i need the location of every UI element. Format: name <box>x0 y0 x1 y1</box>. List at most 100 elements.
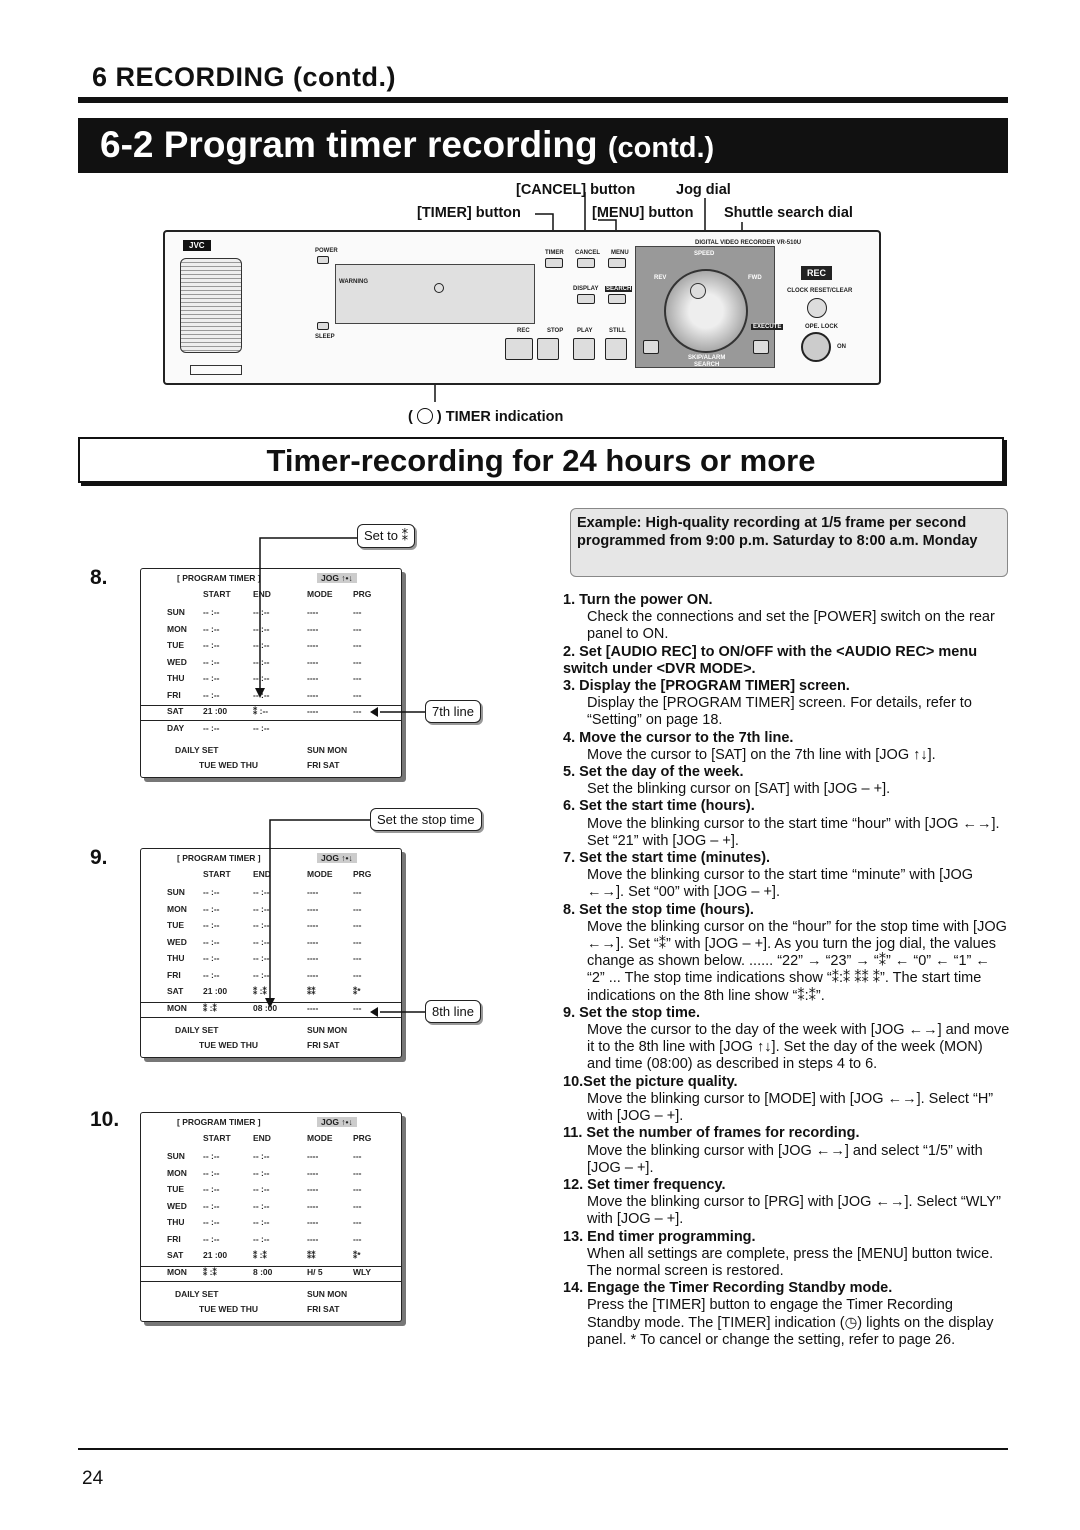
timer-indication-label: ( ) TIMER indication <box>408 408 564 425</box>
timer-button[interactable] <box>545 258 563 268</box>
skip-back-button[interactable] <box>643 340 659 354</box>
end-cell: -- :-- <box>253 1200 270 1211</box>
prg-cell: --- <box>353 936 362 947</box>
step-body: Move the blinking cursor with [JOG ←→] a… <box>587 1142 983 1176</box>
tue-wed-thu: TUE WED THU <box>199 1040 259 1050</box>
cancel-button-label: [CANCEL] button <box>516 182 636 198</box>
mode-cell: ---- <box>307 607 319 617</box>
end-cell: -- :-- <box>253 920 270 930</box>
cancel-panel-label: CANCEL <box>575 250 600 256</box>
day-cell: MON <box>167 1167 187 1178</box>
display-button[interactable] <box>577 294 595 304</box>
menu-button[interactable] <box>608 258 626 268</box>
clock-reset-button[interactable] <box>807 298 827 318</box>
fri-sat: FRI SAT <box>307 1304 340 1314</box>
ope-lock-switch[interactable] <box>801 332 831 362</box>
step-heading: 6. Set the start time (hours). <box>563 798 755 815</box>
start-cell: -- :-- <box>203 656 220 667</box>
prg-cell: ⁑* <box>353 986 361 996</box>
step-heading: 1. Turn the power ON. <box>563 592 713 608</box>
prg-cell: WLY <box>353 1266 372 1277</box>
prg-cell: --- <box>353 1167 362 1178</box>
day-cell: TUE <box>167 640 184 650</box>
prg-cell: --- <box>353 1233 362 1244</box>
step-body: Move the blinking cursor on the “hour” f… <box>587 918 1007 1004</box>
day-cell: THU <box>167 673 185 683</box>
day-cell: WED <box>167 656 187 667</box>
display-panel-label: DISPLAY <box>573 286 599 292</box>
start-cell: -- :-- <box>203 887 220 897</box>
day-cell: THU <box>167 953 185 963</box>
step-item: 4. Move the cursor to the 7th line.Move … <box>563 730 1010 764</box>
eighth-line-tag: 8th line <box>425 1000 481 1023</box>
day-cell: SUN <box>167 1151 185 1161</box>
step-item: 8. Set the stop time (hours).Move the bl… <box>563 902 1010 1005</box>
day-cell: FRI <box>167 689 181 700</box>
sleep-button[interactable] <box>317 322 329 330</box>
start-cell: -- :-- <box>203 689 220 700</box>
screen-title: [ PROGRAM TIMER ] <box>177 1117 261 1127</box>
still-panel-label: STILL <box>609 328 626 334</box>
mode-cell: ---- <box>307 1151 319 1161</box>
end-cell: -- :-- <box>253 1217 270 1227</box>
ope-lock-label: OPE. LOCK <box>805 324 839 330</box>
daily-set: DAILY SET <box>175 745 219 755</box>
screen-row: [ PROGRAM TIMER ]JOG ↑•↓ <box>141 573 401 587</box>
jog-dial[interactable] <box>690 283 706 299</box>
step-number-8: 8. <box>90 566 108 589</box>
start-cell: -- :-- <box>203 1167 220 1178</box>
screen-row: TUE-- :---- :--------- <box>141 920 401 934</box>
step-heading: 4. Move the cursor to the 7th line. <box>563 729 794 746</box>
stop-button[interactable] <box>537 338 559 360</box>
step-heading: 9. Set the stop time. <box>563 1004 700 1021</box>
step-item: 12. Set timer frequency.Move the blinkin… <box>563 1177 1010 1229</box>
search-panel-label: SEARCH <box>605 286 633 292</box>
day-cell: SAT <box>167 706 184 716</box>
prg-cell: --- <box>353 640 362 650</box>
menu-button-label: [MENU] button <box>592 205 694 221</box>
start-cell: -- :-- <box>203 1217 220 1227</box>
stop-panel-label: STOP <box>547 328 564 334</box>
mode-cell: ---- <box>307 623 319 634</box>
screen-row: SUN-- :---- :--------- <box>141 1151 401 1165</box>
play-button[interactable] <box>573 338 595 360</box>
mode-cell: ---- <box>307 953 319 963</box>
power-switch[interactable] <box>317 256 329 264</box>
fri-sat: FRI SAT <box>307 760 340 770</box>
prg-cell: --- <box>353 1002 362 1013</box>
timer-indication-text: TIMER indication <box>445 409 564 425</box>
end-cell: ⁑ :-- <box>253 706 269 716</box>
rec-button[interactable] <box>505 338 533 360</box>
tape-slot <box>180 258 242 353</box>
sun-mon: SUN MON <box>307 745 348 755</box>
start-cell: ⁑ :⁑ <box>203 1266 217 1277</box>
skip-forward-button[interactable] <box>753 340 769 354</box>
mode-cell: ---- <box>307 920 319 930</box>
mode-cell: ---- <box>307 969 319 980</box>
step-body: Check the connections and set the [POWER… <box>587 609 995 643</box>
timer-button-label: [TIMER] button <box>417 205 521 221</box>
start-cell: -- :-- <box>203 640 220 650</box>
end-cell: 08 :00 <box>253 1002 278 1013</box>
start-cell: -- :-- <box>203 1151 220 1161</box>
rev-label: REV <box>654 275 667 281</box>
col-start: START <box>203 869 231 879</box>
step-body: Move the blinking cursor to the start ti… <box>587 815 1000 849</box>
shuttle-search-dial[interactable] <box>664 269 748 353</box>
menu-panel-label: MENU <box>611 250 629 256</box>
slot-door <box>190 365 242 375</box>
search-button[interactable] <box>608 294 626 304</box>
cancel-button[interactable] <box>577 258 595 268</box>
still-button[interactable] <box>605 338 627 360</box>
mode-cell: ---- <box>307 673 319 683</box>
col-prg: PRG <box>353 869 372 879</box>
front-panel-illustration: JVC POWER WARNING SLEEP TIMER CANCEL MEN… <box>163 230 881 385</box>
prg-cell: --- <box>353 656 362 667</box>
footer-rule <box>78 1448 1008 1450</box>
power-label: POWER <box>315 248 338 254</box>
screen-row: SUN-- :---- :--------- <box>141 887 401 901</box>
screen-row: MON-- :---- :--------- <box>141 624 401 638</box>
